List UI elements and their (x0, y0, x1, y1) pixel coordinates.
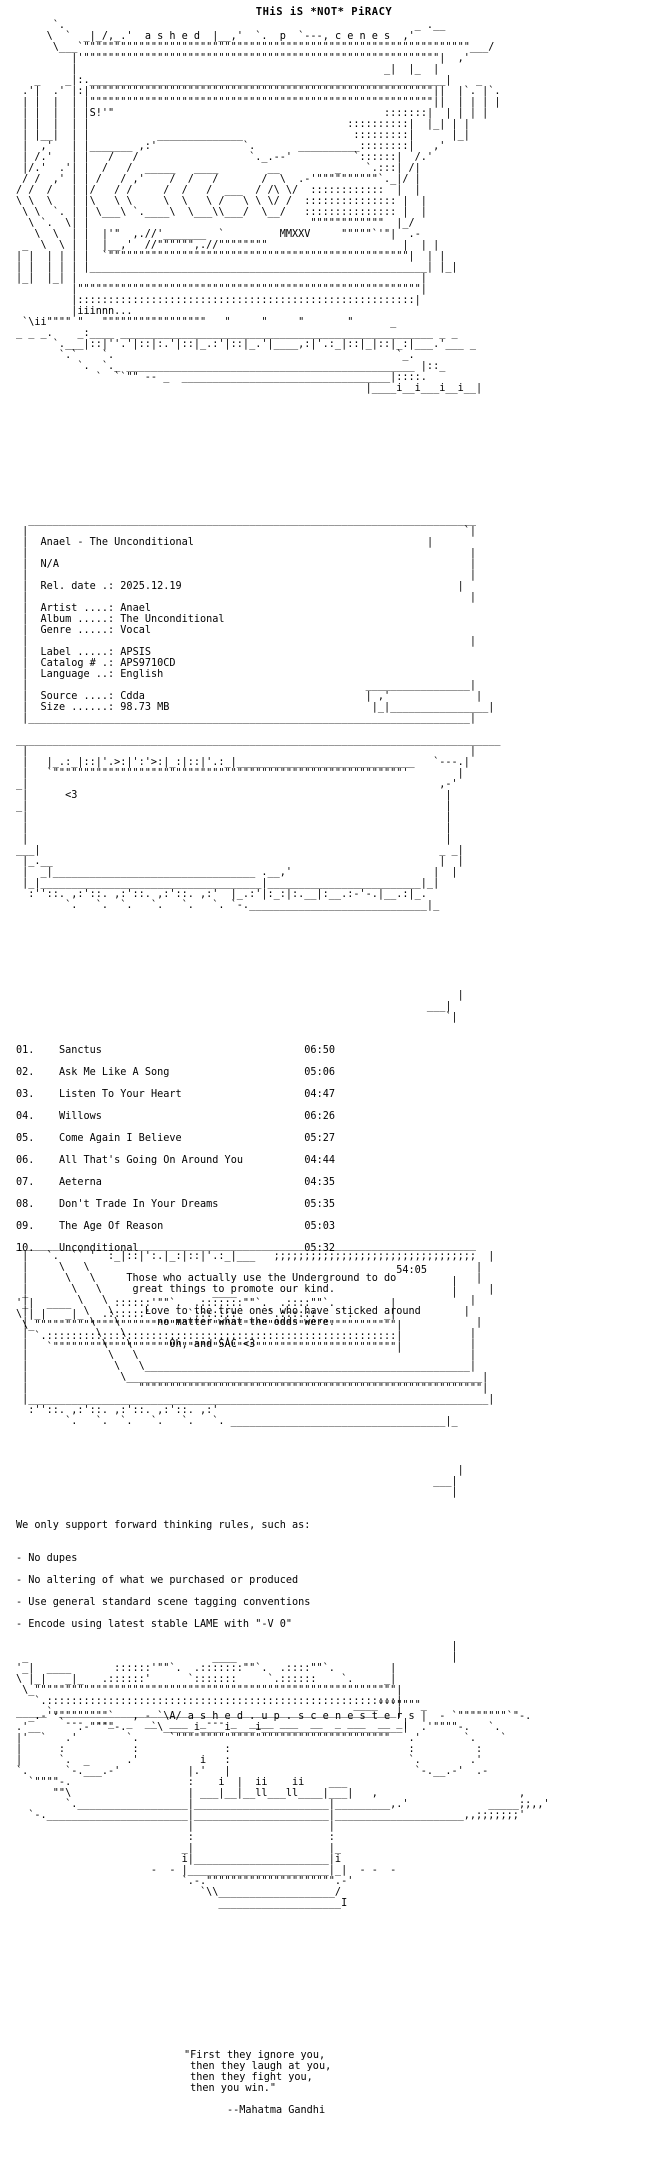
logo-signature: S!'" (89, 108, 115, 119)
track-row: 05. Come Again I Believe 05:27 (16, 1133, 335, 1144)
greets-line-3: Love to the true ones who have sticked a… (144, 1306, 421, 1317)
tracklist-section: | ___| `| 01. Sanctus (16, 990, 464, 1353)
rule-item: - No altering of what we purchased or pr… (16, 1575, 299, 1586)
rel-date-value: 2025.12.19 (120, 581, 182, 592)
source-label: Source ....: (40, 691, 115, 702)
size-label: Size ......: (40, 702, 115, 713)
label-value: APSIS (120, 647, 151, 658)
note-heart: <3 (65, 790, 78, 801)
logo-art: `. _ .__ \ ` _|_/,_.' a s h e d |__,' `.… (16, 20, 501, 394)
catalog-label: Catalog # .: (40, 658, 115, 669)
rule-item: - Encode using latest stable LAME with "… (16, 1619, 293, 1630)
quote-author: --Mahatma Gandhi (226, 2105, 326, 2116)
track-row: 06. All That's Going On Around You 04:44 (16, 1155, 335, 1166)
quote-line-3: then they fight you, (190, 2072, 313, 2083)
rule-item: - No dupes (16, 1553, 78, 1564)
track-row: 10. Unconditional 05:32 (16, 1243, 335, 1254)
size-value: 98.73 MB (120, 702, 170, 713)
catalog-value: APS9710CD (120, 658, 176, 669)
rules-frame: | ___| | We only support forward thinkin… (16, 1465, 464, 1729)
footer-banner: a s h e d . u p . s c e n e s t e r s (187, 1711, 415, 1722)
genre-value: Vocal (120, 625, 151, 636)
greets-line-2: great things to promote our kind. (132, 1284, 335, 1295)
greets-frame: ________________________________________… (16, 1240, 495, 1427)
label-label: Label .....: (40, 647, 115, 658)
album-value: The Unconditional (120, 614, 225, 625)
source-value: Cdda (120, 691, 145, 702)
nfo-title: THiS iS *NOT* PiRACY (255, 6, 393, 18)
rel-date-label: Rel. date .: (40, 581, 115, 592)
greets-line-5: Oh, and SAC <3 (169, 1339, 256, 1350)
logo-p-letter: p (279, 31, 286, 42)
note-section: ________________________________________… (16, 735, 501, 911)
track-row: 01. Sanctus 06:50 (16, 1045, 335, 1056)
language-value: English (120, 669, 164, 680)
logo-iiinnn: iiinnn... (77, 306, 133, 317)
genre-label: Genre .....: (40, 625, 115, 636)
track-row: 08. Don't Trade In Your Dreams 05:35 (16, 1199, 335, 1210)
track-row: 09. The Age Of Reason 05:03 (16, 1221, 335, 1232)
rule-item: - Use general standard scene tagging con… (16, 1597, 311, 1608)
track-row: 02. Ask Me Like A Song 05:06 (16, 1067, 335, 1078)
release-info-frame: ________________________________________… (22, 515, 495, 724)
language-label: Language ..: (40, 669, 115, 680)
quote-line-4: then you win." (190, 2083, 277, 2094)
quote-line-1: "First they ignore you, (184, 2050, 326, 2061)
tracklist-total: 54:05 (396, 1265, 427, 1276)
rules-section: | ___| | We only support forward thinkin… (16, 1465, 464, 1729)
track-row: 07. Aeterna 04:35 (16, 1177, 335, 1188)
release-na: N/A (40, 559, 59, 570)
logo-scenes-letters: c e n e s (334, 31, 391, 42)
footer-art: ____"""""""_ _.-'"""""""""` , - `\A/ a s… (16, 1700, 550, 1909)
artist-value: Anael (120, 603, 151, 614)
album-label: Album .....: (40, 614, 115, 625)
track-row: 04. Willows 06:26 (16, 1111, 335, 1122)
greets-line-1: Those who actually use the Underground t… (126, 1273, 397, 1284)
logo-art-top: `. _ .__ \ ` _|_/,_.' a s h e d |__,' `.… (16, 20, 501, 394)
track-row: 03. Listen To Your Heart 04:47 (16, 1089, 335, 1100)
greets-section: ________________________________________… (16, 1240, 494, 1427)
release-info-box: ________________________________________… (16, 515, 494, 724)
logo-brand-letters: a s h e d (144, 31, 201, 42)
quote-block: "First they ignore you, then they laugh … (0, 2050, 648, 2116)
greets-line-4: no matter what the odds were. (157, 1317, 335, 1328)
note-frame: ________________________________________… (16, 735, 501, 911)
logo-year-tag: MMXXV (279, 229, 311, 240)
artist-label: Artist ....: (40, 603, 115, 614)
quote-section: "First they ignore you, then they laugh … (0, 2050, 648, 2116)
rules-intro: We only support forward thinking rules, … (16, 1520, 311, 1531)
tracklist-frame: | ___| `| 01. Sanctus (16, 990, 464, 1353)
footer-art-frame: ____"""""""_ _.-'"""""""""` , - `\A/ a s… (16, 1700, 550, 1909)
quote-line-2: then they laugh at you, (190, 2061, 332, 2072)
release-title: Anael - The Unconditional (40, 537, 194, 548)
